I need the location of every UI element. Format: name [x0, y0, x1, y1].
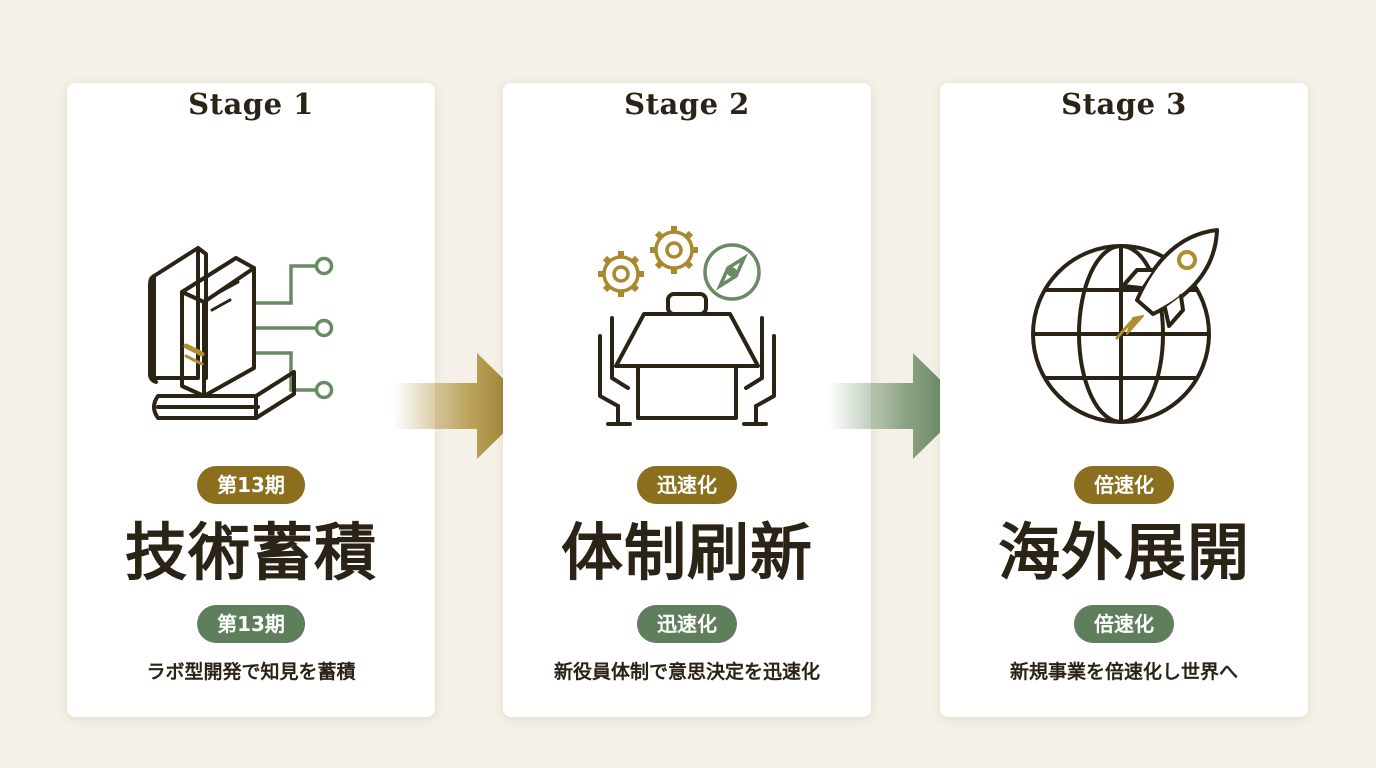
- stage-headline: 体制刷新: [560, 516, 813, 589]
- stage-card-3: Stage 3 倍速化 海外展開 倍速化 新規事業を: [940, 83, 1308, 717]
- stage-title: Stage 3: [1061, 87, 1187, 121]
- badge-bottom: 倍速化: [1074, 605, 1174, 643]
- badge-bottom: 第13期: [197, 605, 305, 643]
- badge-top: 迅速化: [637, 466, 737, 504]
- stage-card-1: Stage 1: [67, 83, 435, 717]
- arrow-right-icon: [393, 351, 533, 461]
- badge-top: 第13期: [197, 466, 305, 504]
- badge-bottom: 迅速化: [637, 605, 737, 643]
- stage-card-2: Stage 2: [503, 83, 871, 717]
- stage-title: Stage 1: [188, 87, 314, 121]
- badge-top: 倍速化: [1074, 466, 1174, 504]
- stage-headline: 海外展開: [997, 516, 1250, 589]
- stage-headline: 技術蓄積: [124, 516, 377, 589]
- meeting-table-gears-icon: [582, 218, 792, 438]
- stage-description: ラボ型開発で知見を蓄積: [146, 661, 356, 683]
- globe-rocket-icon: [1019, 218, 1229, 438]
- stage-description: 新規事業を倍速化し世界へ: [1009, 661, 1238, 683]
- books-circuit-icon: [146, 218, 356, 438]
- stage-description: 新役員体制で意思決定を迅速化: [553, 661, 820, 683]
- arrow-right-icon: [829, 351, 969, 461]
- stage-title: Stage 2: [624, 87, 750, 121]
